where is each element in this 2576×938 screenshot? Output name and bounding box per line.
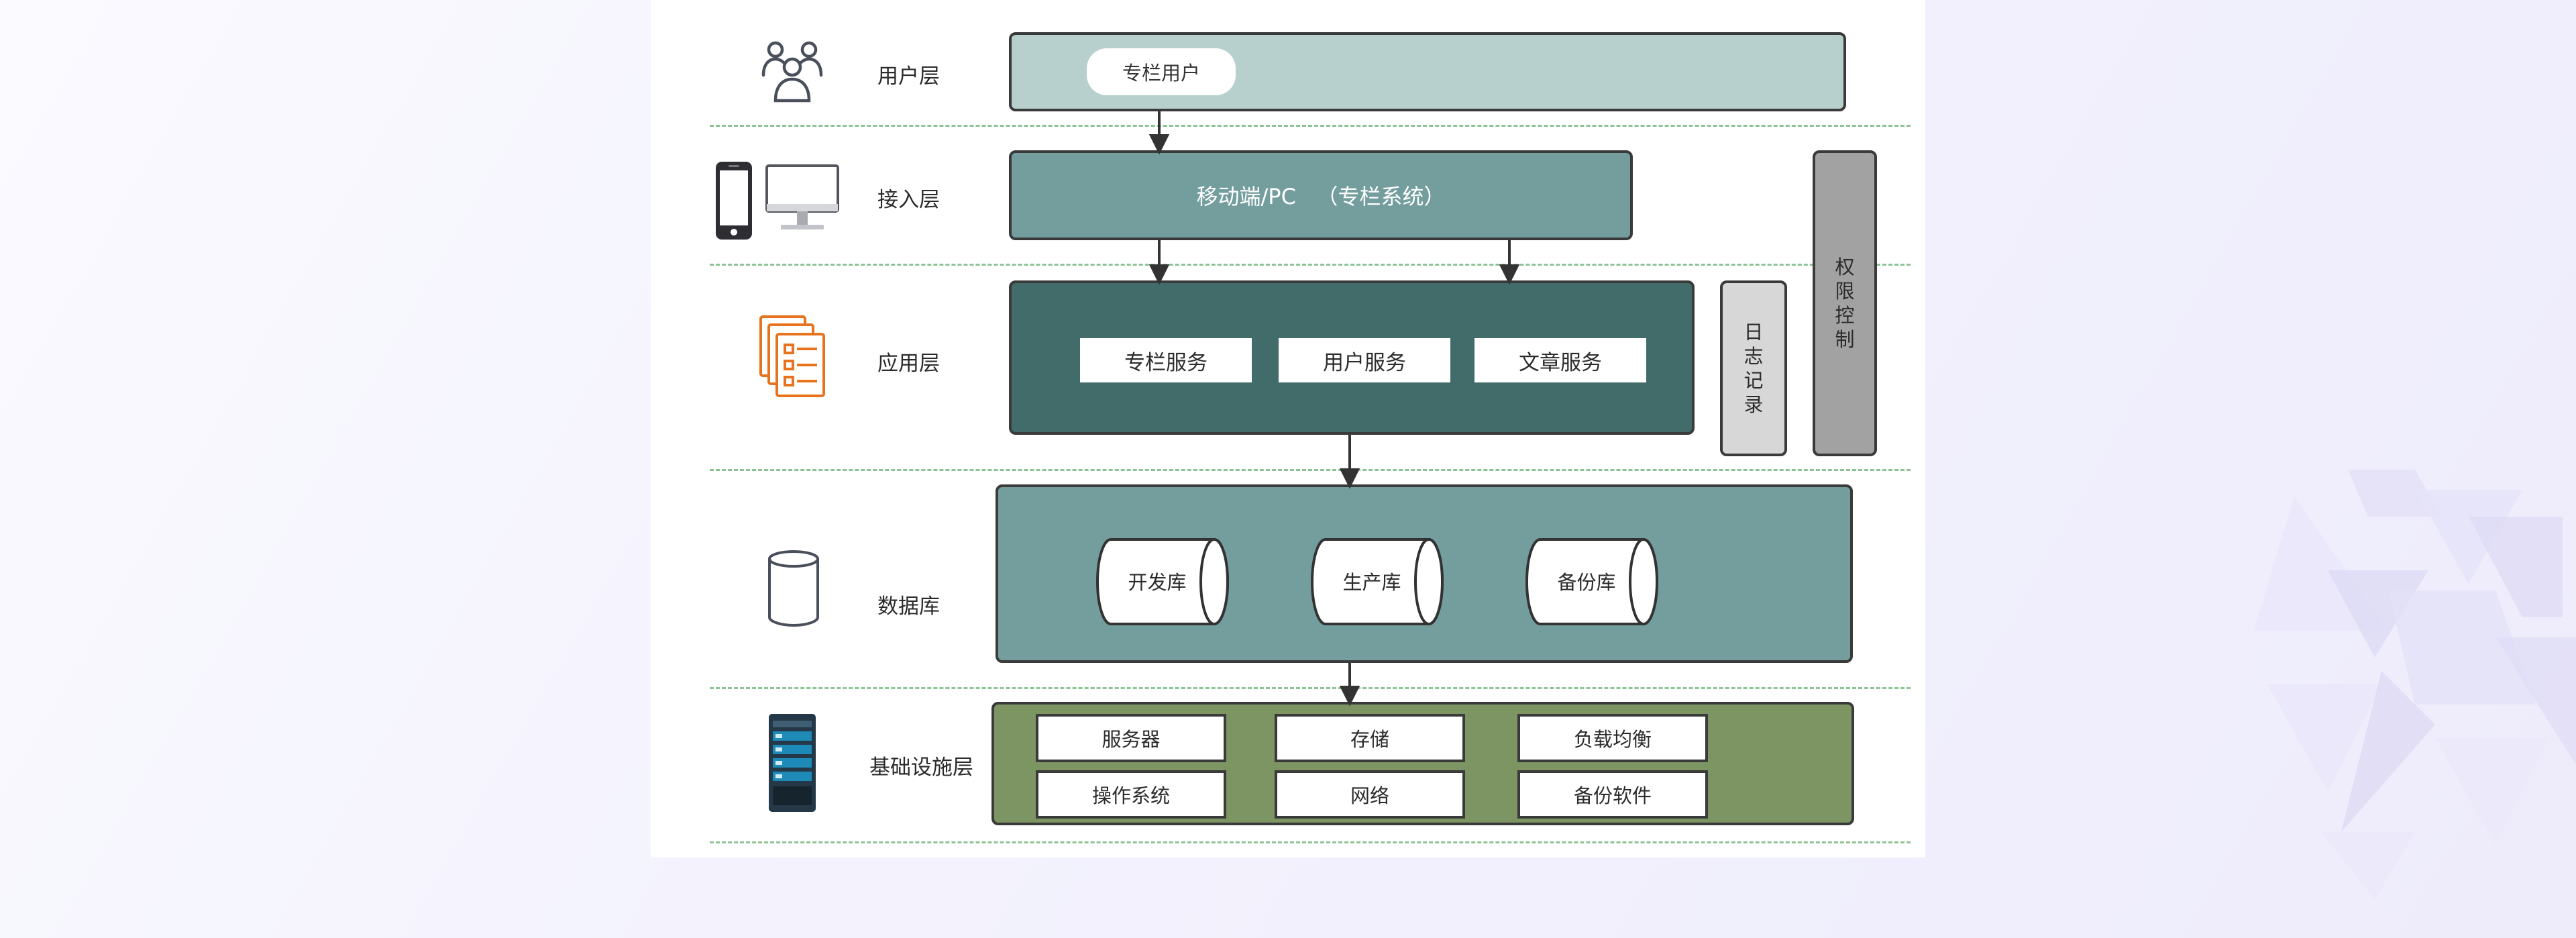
- layer-divider: [710, 687, 1911, 689]
- arrowhead-access-to-app-right: [1499, 264, 1520, 285]
- dev-db-label: 开发库: [1128, 571, 1186, 594]
- database-layer-box: 开发库 生产库 备份库: [996, 484, 1853, 663]
- backup-db-cylinder: 备份库: [1525, 538, 1658, 625]
- dev-db-cylinder: 开发库: [1096, 538, 1229, 625]
- database-icon: [768, 550, 819, 627]
- network-item: 网络: [1275, 770, 1465, 819]
- user-layer-box: 专栏用户: [1009, 32, 1846, 111]
- access-layer-text: 移动端/PC （专栏系统）: [1196, 184, 1446, 209]
- os-item: 操作系统: [1036, 770, 1226, 819]
- user-layer-label: 用户层: [877, 64, 940, 89]
- architecture-diagram: 用户层 接入层 应用层 数据库 基础设施层 专栏用户 移动端/PC （专栏系统）…: [651, 0, 1925, 857]
- log-record-label: 日志记录: [1743, 321, 1764, 416]
- arrowhead-database-to-infra: [1339, 686, 1360, 707]
- storage-item: 存储: [1275, 714, 1465, 762]
- arrowhead-app-to-database: [1339, 468, 1360, 489]
- users-icon: [761, 41, 823, 103]
- backup-software-item: 备份软件: [1517, 770, 1708, 819]
- database-cylinders: 开发库 生产库 备份库: [1096, 538, 1658, 625]
- app-layer-box: 专栏服务 用户服务 文章服务: [1009, 280, 1695, 435]
- column-service-box: 专栏服务: [1080, 338, 1252, 382]
- server-rack-icon: [769, 714, 816, 812]
- arrowhead-user-to-access: [1148, 134, 1170, 155]
- user-service-box: 用户服务: [1279, 338, 1450, 382]
- column-user-pill: 专栏用户: [1087, 48, 1236, 95]
- layer-divider: [710, 264, 1911, 266]
- monitor-icon: [765, 164, 839, 229]
- database-layer-label: 数据库: [877, 594, 940, 619]
- article-service-box: 文章服务: [1474, 338, 1646, 382]
- layer-divider: [710, 125, 1911, 127]
- flow-arrows: [1148, 111, 1520, 707]
- prod-db-label: 生产库: [1342, 571, 1401, 594]
- layer-divider: [710, 841, 1911, 843]
- background-triangles-decoration: [2254, 470, 2576, 899]
- arrowhead-access-to-app-left: [1148, 264, 1170, 285]
- log-record-box: 日志记录: [1720, 280, 1787, 456]
- backup-db-label: 备份库: [1557, 571, 1615, 594]
- access-layer-box: 移动端/PC （专栏系统）: [1009, 150, 1633, 240]
- smartphone-icon: [716, 162, 752, 240]
- documents-icon: [759, 315, 825, 397]
- app-layer-label: 应用层: [877, 352, 940, 376]
- access-layer-label: 接入层: [877, 188, 940, 212]
- infra-layer-box: 服务器 存储 负载均衡 操作系统 网络 备份软件: [991, 702, 1854, 825]
- permission-control-box: 权限控制: [1813, 150, 1877, 456]
- server-item: 服务器: [1036, 714, 1226, 762]
- infra-layer-label: 基础设施层: [869, 755, 973, 780]
- permission-control-label: 权限控制: [1835, 256, 1855, 351]
- load-balancer-item: 负载均衡: [1517, 714, 1708, 762]
- prod-db-cylinder: 生产库: [1311, 538, 1444, 625]
- layer-divider: [710, 469, 1911, 471]
